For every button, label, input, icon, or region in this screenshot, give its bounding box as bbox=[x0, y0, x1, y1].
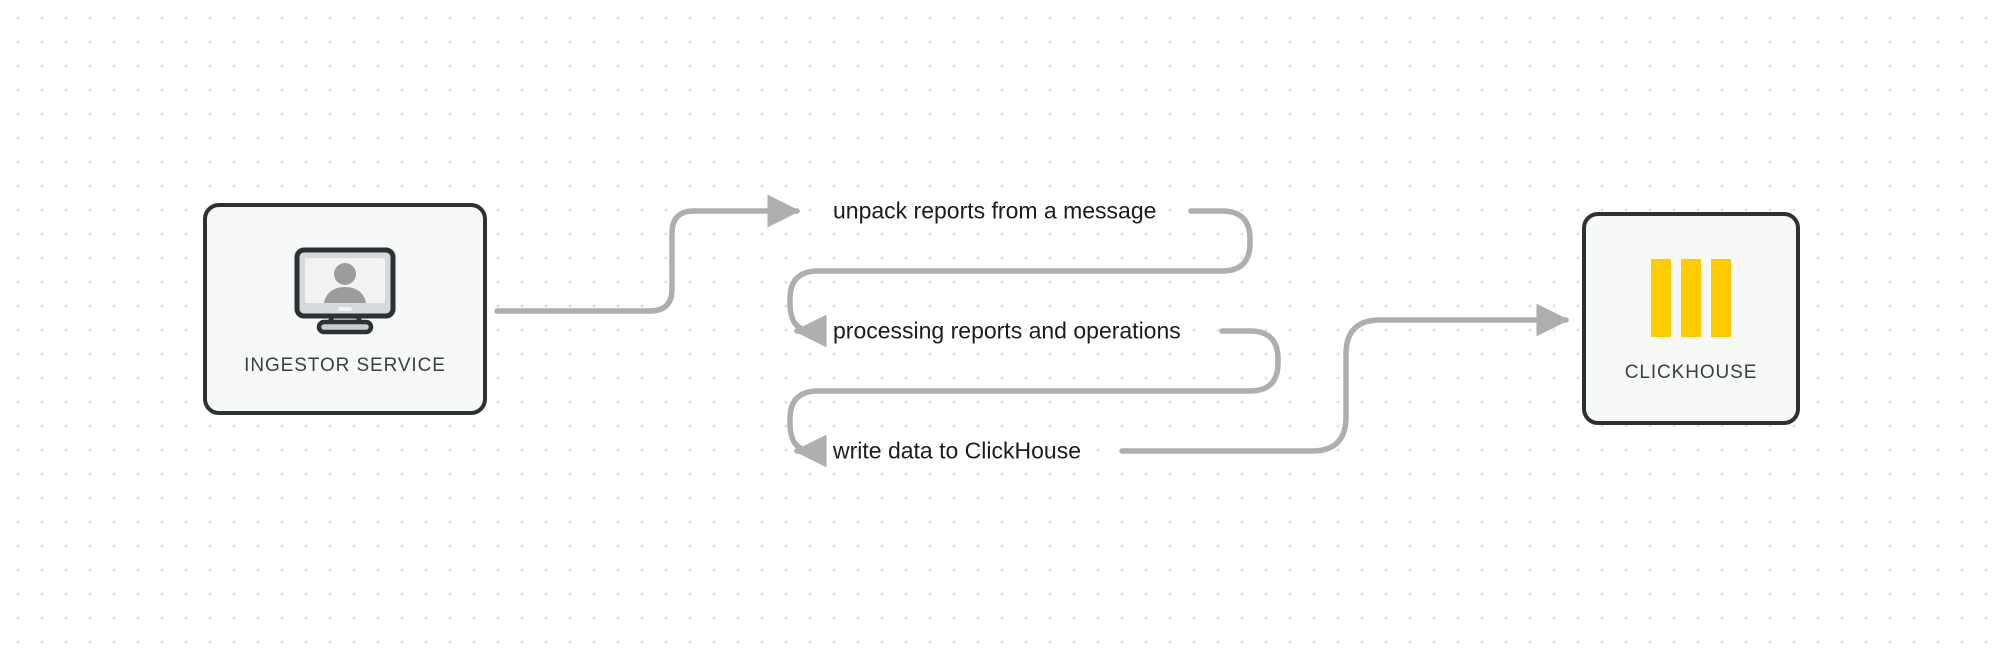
edge-path-processing-to-write bbox=[787, 328, 1281, 468]
node-ingestor-service-label: INGESTOR SERVICE bbox=[244, 354, 446, 376]
edge-path-ingestor-to-unpack bbox=[494, 194, 801, 314]
edge-label-write: write data to ClickHouse bbox=[833, 437, 1081, 464]
node-clickhouse[interactable]: CLICKHOUSE bbox=[1582, 212, 1800, 425]
monitor-user-icon bbox=[291, 244, 399, 340]
clickhouse-bars-icon bbox=[1643, 255, 1739, 341]
edge-label-unpack: unpack reports from a message bbox=[833, 197, 1157, 224]
node-clickhouse-label: CLICKHOUSE bbox=[1624, 362, 1758, 383]
edge-label-processing: processing reports and operations bbox=[833, 317, 1181, 344]
edge-path-unpack-to-processing bbox=[787, 208, 1253, 348]
edge-path-write-to-clickhouse bbox=[1119, 303, 1570, 454]
node-ingestor-service[interactable]: INGESTOR SERVICE bbox=[203, 203, 487, 415]
